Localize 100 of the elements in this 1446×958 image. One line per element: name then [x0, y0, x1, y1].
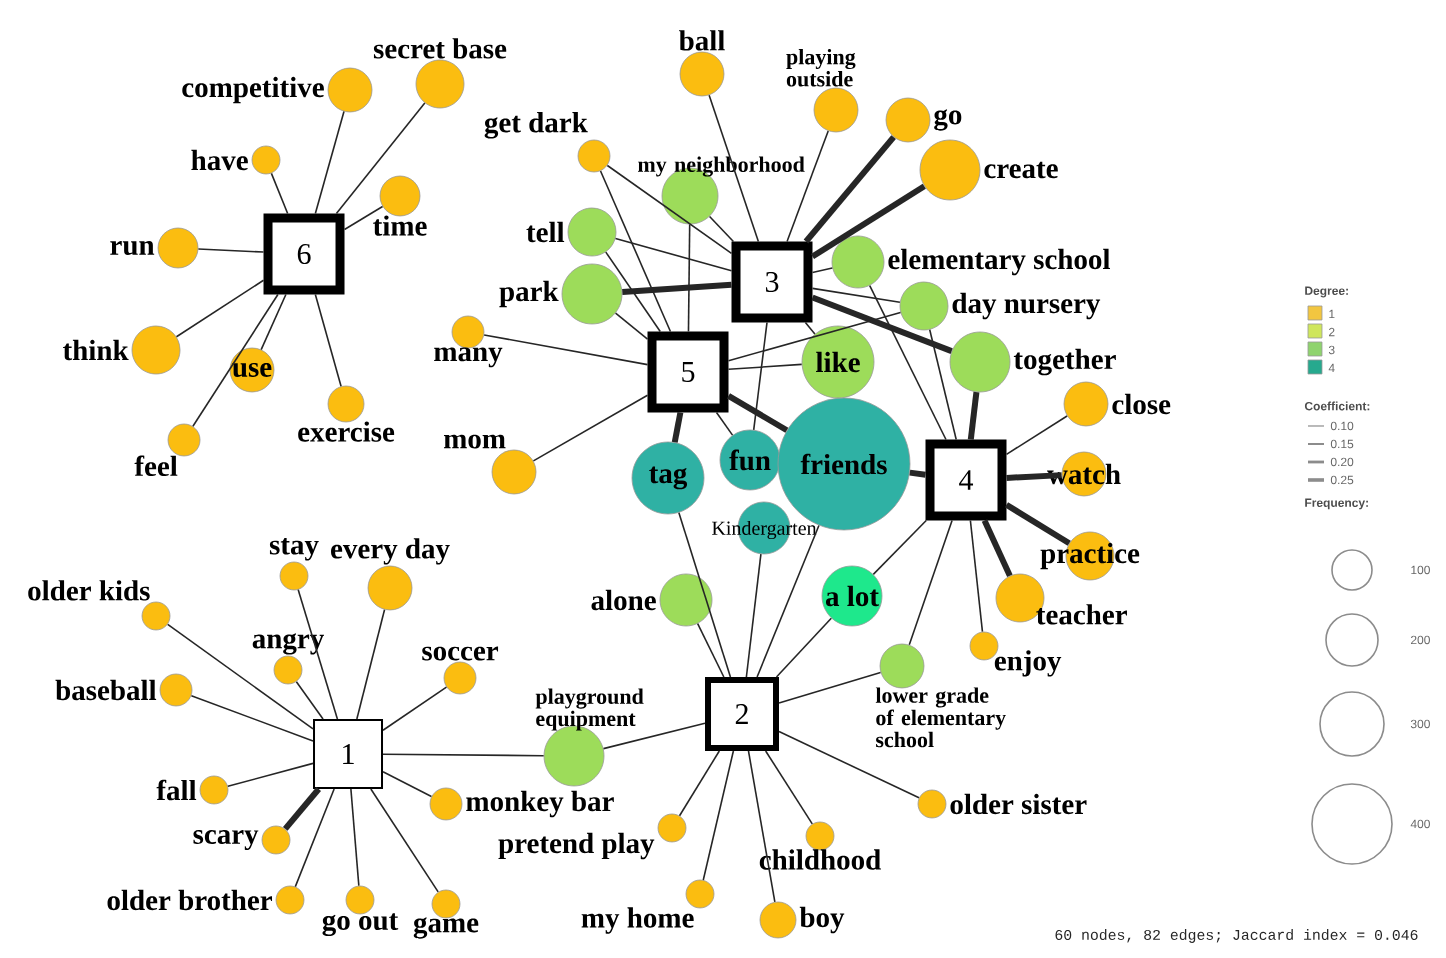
edge-line: [606, 164, 733, 255]
node-label: create: [984, 161, 1058, 179]
node-label: my home: [581, 907, 694, 934]
edge-line: [599, 170, 672, 333]
node-label: soccer: [422, 646, 499, 661]
edge-line: [715, 411, 734, 436]
edge-line: [969, 519, 984, 633]
edge-line: [166, 623, 314, 730]
node-label: every day: [331, 538, 450, 565]
edge-line: [778, 671, 882, 704]
edge-line: [909, 469, 926, 478]
node-label: playing outside: [786, 48, 856, 87]
node-label: pretend play: [498, 832, 655, 860]
edge-line: [335, 102, 426, 215]
edge-line: [745, 553, 762, 678]
node-label: mom: [443, 434, 506, 449]
node-label: teacher: [1036, 604, 1127, 625]
edge-line: [764, 750, 814, 825]
node-label: older sister: [950, 793, 1087, 815]
node-label: elementary school: [888, 248, 1110, 276]
cluster-box: 3: [731, 241, 813, 323]
edge-line: [810, 183, 926, 260]
edge-line: [622, 281, 732, 295]
node-label: older brother: [107, 889, 273, 911]
edge-line: [678, 750, 721, 817]
cluster-box: 5: [647, 331, 729, 413]
edge-line: [928, 328, 958, 441]
edge-line: [282, 787, 321, 831]
edge-line: [671, 411, 684, 443]
node-label: together: [1013, 348, 1116, 376]
edge-line: [868, 284, 947, 441]
node-label: playground equipment: [535, 688, 644, 731]
edge-line: [197, 248, 265, 253]
edge-line: [314, 110, 345, 215]
edge-line: [483, 334, 649, 366]
edge-line: [702, 750, 735, 881]
node-label: monkey bar: [466, 790, 614, 818]
edge-line: [356, 608, 386, 720]
edge-line: [605, 251, 662, 333]
edge-line: [756, 524, 820, 678]
node-label: feel: [134, 455, 178, 477]
node-label: baseball: [55, 679, 157, 701]
node-label: enjoy: [994, 650, 1062, 677]
edge-line: [811, 267, 834, 274]
node-label: game: [413, 917, 479, 939]
edge-line: [908, 519, 953, 646]
edge-line: [602, 722, 706, 750]
node-label: think: [62, 339, 129, 361]
node-label: older kids: [28, 580, 150, 601]
edge-line: [811, 294, 953, 354]
node-label: day nursery: [952, 292, 1101, 320]
edge-line: [314, 293, 342, 388]
edge-line: [260, 293, 287, 351]
node-label: boy: [799, 906, 845, 934]
node-label: have: [191, 149, 248, 171]
edge-line: [696, 622, 725, 678]
edge-line: [708, 215, 735, 243]
edge-line: [175, 279, 265, 338]
edge-line: [297, 588, 339, 720]
node-label: alone: [591, 589, 656, 611]
edge-line: [786, 130, 829, 243]
edge-line: [227, 762, 314, 788]
edge-line: [747, 750, 776, 903]
edge-line: [614, 312, 649, 340]
cluster-box: 1: [313, 719, 383, 789]
node-label: competitive: [182, 76, 324, 104]
edge-line: [678, 511, 732, 678]
node-label: run: [110, 240, 155, 256]
edge-line: [804, 321, 816, 335]
edge-line: [532, 394, 649, 462]
edge-line: [370, 788, 439, 893]
edge-line: [190, 694, 314, 742]
edge-line: [382, 686, 448, 732]
cluster-box: 2: [705, 677, 779, 751]
edge-line: [981, 519, 1013, 578]
edge-line: [775, 617, 833, 678]
node-label: many: [434, 347, 503, 368]
edge-line: [778, 730, 920, 799]
node-label: get dark: [484, 112, 588, 139]
node-label: go: [934, 109, 962, 131]
node-label: time: [373, 215, 427, 236]
edge-line: [295, 680, 324, 720]
node-label: lower grade of elementary school: [875, 687, 1006, 748]
edge-line: [1006, 472, 1062, 481]
edge-line: [872, 519, 928, 576]
cluster-box: 4: [925, 439, 1007, 521]
edge-line: [343, 205, 384, 231]
cluster-box: 6: [263, 213, 345, 295]
node-label: ball: [679, 30, 725, 51]
node-label: secret base: [373, 38, 507, 59]
edge-line: [727, 393, 789, 433]
node-label: fall: [156, 779, 197, 801]
edge-line: [727, 311, 902, 362]
edge-line: [294, 788, 335, 888]
edge-line: [687, 223, 691, 333]
edge-line: [967, 391, 980, 440]
node-label: scary: [193, 829, 259, 850]
node-label: stay: [269, 537, 319, 561]
node-label: exercise: [298, 421, 395, 442]
edge-line: [811, 287, 901, 303]
